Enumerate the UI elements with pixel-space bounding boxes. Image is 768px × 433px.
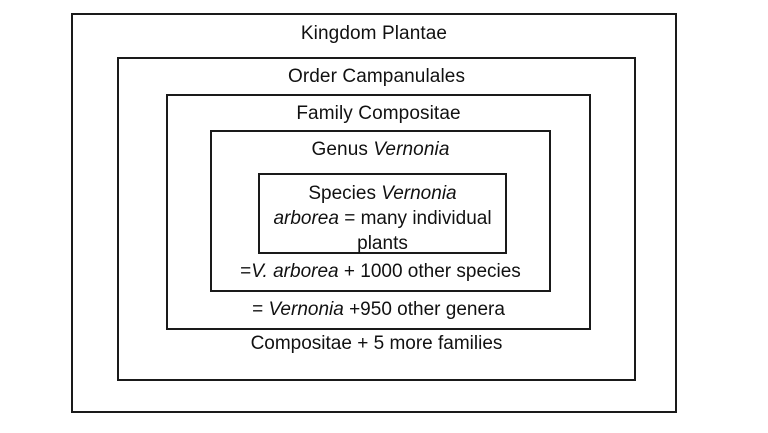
family-summary-rest: +950 other genera [343, 299, 505, 320]
species-rank-word: Species [308, 183, 382, 204]
species-genus-name: Vernonia [381, 183, 457, 204]
box-species: Species Vernonia arborea = many individu… [258, 173, 507, 254]
kingdom-label: Kingdom Plantae [300, 23, 448, 44]
family-label: Family Compositae [296, 103, 461, 124]
family-summary-taxon: Vernonia [268, 299, 344, 320]
genus-summary-taxon: V. arborea [251, 261, 339, 282]
genus-summary-rest: + 1000 other species [338, 261, 521, 282]
order-label: Order Campanulales [287, 66, 466, 87]
genus-summary-line: =V. arborea + 1000 other species [212, 259, 549, 285]
box-order: Order Campanulales Family Compositae Gen… [117, 57, 636, 381]
genus-label-taxon: Vernonia [373, 139, 450, 160]
species-line-1: Species Vernonia [264, 181, 501, 206]
genus-label-prefix: Genus [311, 139, 374, 160]
box-genus: Genus Vernonia Species Vernonia arborea … [210, 130, 551, 292]
species-line-2: arborea = many individual [264, 206, 501, 231]
genus-label: Genus Vernonia [212, 132, 549, 163]
box-kingdom: Kingdom Plantae Order Campanulales Famil… [71, 13, 677, 413]
box-family: Family Compositae Genus Vernonia Species… [166, 94, 591, 330]
order-summary-line: Compositae + 5 more families [250, 333, 503, 354]
species-text-block: Species Vernonia arborea = many individu… [260, 175, 505, 256]
species-line-2-rest: = many individual [338, 208, 492, 229]
family-summary-prefix: = [252, 299, 269, 320]
species-epithet: arborea [273, 208, 339, 229]
family-summary-line: = Vernonia +950 other genera [168, 297, 589, 323]
genus-summary-prefix: = [240, 261, 252, 282]
species-line-3: plants [357, 233, 408, 254]
